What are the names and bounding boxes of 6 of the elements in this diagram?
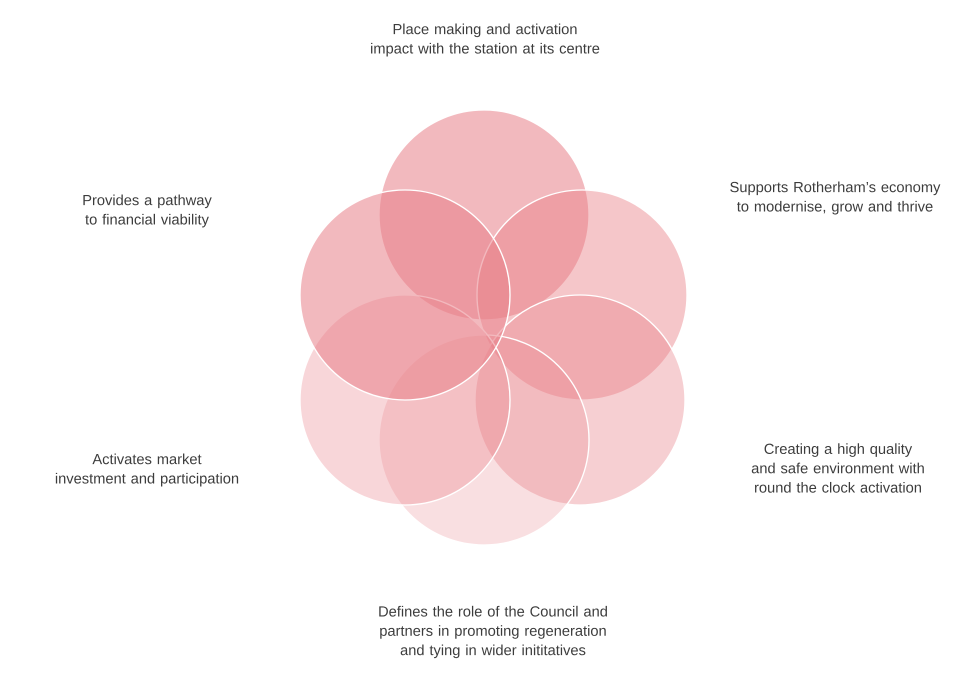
text-label: Defines the role of the Council and partners in promoting regeneration and tying in wider inititatives [379, 606, 607, 658]
text-label: Provides a pathway to financial viability [83, 194, 212, 228]
text-label: Supports Rotherham’s economy to modernise, grow and thrive [730, 182, 940, 214]
text-label: Creating a high quality and safe environment with round the clock activation [752, 443, 924, 493]
text-label: Place making and activation impact with the station at its centre [371, 24, 600, 56]
text-label: Activates market investment and participation [56, 453, 238, 486]
